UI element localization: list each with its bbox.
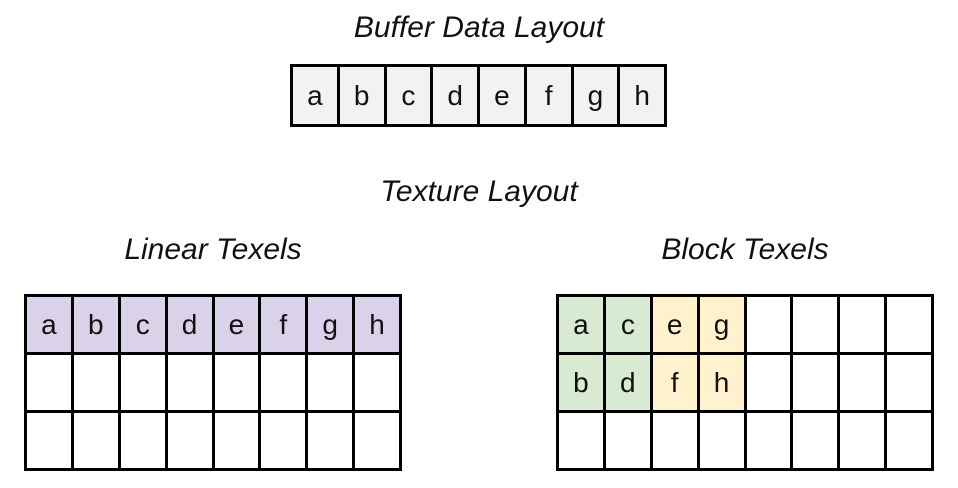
block-texel-cell	[746, 355, 791, 410]
linear-texel-cell	[73, 413, 118, 468]
block-texel-cell: f	[652, 355, 697, 410]
buffer-cell: b	[339, 67, 384, 124]
block-texel-cell	[605, 413, 650, 468]
linear-texel-cell: b	[73, 297, 118, 352]
linear-texel-cell	[27, 355, 71, 410]
block-texel-cell	[887, 413, 931, 468]
buffer-cell: d	[433, 67, 477, 124]
linear-texel-cell	[308, 413, 353, 468]
buffer-cell: f	[526, 67, 571, 124]
block-texel-cell: b	[559, 355, 603, 410]
linear-texel-cell	[355, 413, 399, 468]
texture-layout-title: Texture Layout	[380, 175, 578, 208]
linear-texel-cell: f	[261, 297, 306, 352]
linear-texel-cell	[120, 413, 165, 468]
block-texel-cell	[559, 413, 603, 468]
block-texel-cell: h	[699, 355, 744, 410]
block-texel-cell	[887, 297, 931, 352]
linear-texels-title: Linear Texels	[124, 233, 302, 266]
buffer-cell: c	[386, 67, 431, 124]
linear-texel-cell	[355, 355, 399, 410]
buffer-cell: g	[573, 67, 618, 124]
linear-texel-cell	[73, 355, 118, 410]
linear-texel-cell: d	[167, 297, 212, 352]
linear-texel-cell: a	[27, 297, 71, 352]
block-texel-cell	[699, 413, 744, 468]
block-texel-cell: g	[699, 297, 744, 352]
linear-texel-cell	[27, 413, 71, 468]
block-texel-cell: e	[652, 297, 697, 352]
block-texel-cell: d	[605, 355, 650, 410]
buffer-cell: a	[293, 67, 337, 124]
linear-texel-cell	[214, 413, 259, 468]
linear-texel-cell	[261, 355, 306, 410]
block-texel-cell	[746, 413, 791, 468]
linear-texel-cell	[308, 355, 353, 410]
block-texel-cell	[840, 413, 885, 468]
linear-texel-cell	[167, 355, 212, 410]
block-texel-cell	[887, 355, 931, 410]
buffer-data-layout-title: Buffer Data Layout	[353, 11, 605, 44]
block-texel-cell	[793, 413, 838, 468]
buffer-cell: e	[480, 67, 524, 124]
block-texel-cell: a	[559, 297, 603, 352]
block-texel-cell	[840, 297, 885, 352]
linear-texel-cell	[214, 355, 259, 410]
linear-texel-cell: h	[355, 297, 399, 352]
linear-texel-cell: e	[214, 297, 259, 352]
linear-texel-cell: g	[308, 297, 353, 352]
block-texel-cell	[746, 297, 791, 352]
linear-texel-cell	[167, 413, 212, 468]
block-texel-cell	[793, 355, 838, 410]
block-texel-cell: c	[605, 297, 650, 352]
block-texel-cell	[652, 413, 697, 468]
linear-texel-cell: c	[120, 297, 165, 352]
buffer-cell: h	[620, 67, 664, 124]
linear-texel-cell	[120, 355, 165, 410]
block-texels-title: Block Texels	[661, 233, 829, 266]
block-texel-cell	[793, 297, 838, 352]
linear-texel-cell	[261, 413, 306, 468]
block-texel-cell	[840, 355, 885, 410]
